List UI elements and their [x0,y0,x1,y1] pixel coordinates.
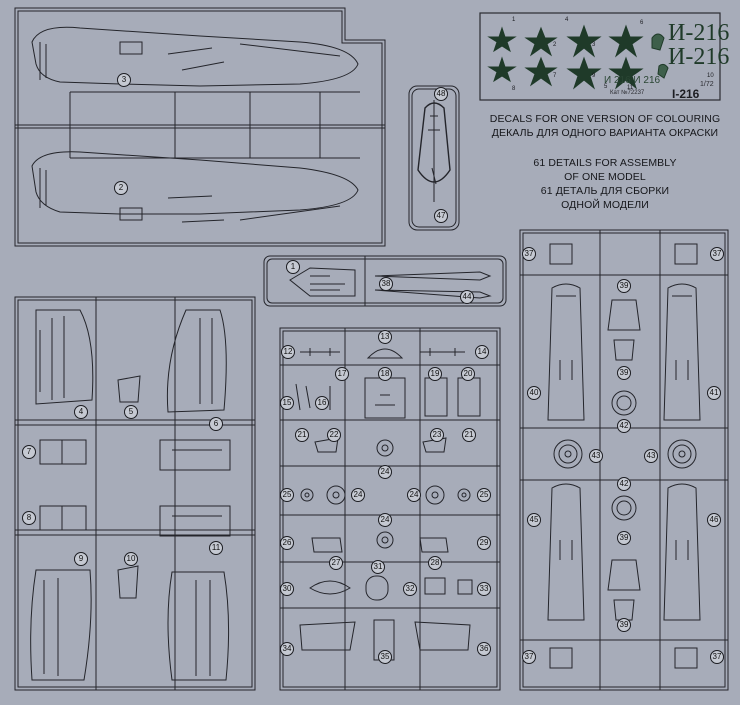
decal-number-11: 11 [627,85,634,91]
decal-number-4: 4 [565,17,569,23]
part-callout-42: 42 [617,477,631,491]
part-callout-37: 37 [710,247,724,261]
wing-sprue [14,296,256,691]
info-details-en-1: 61 DETAILS FOR ASSEMBLY [533,157,677,169]
part-callout-30: 30 [280,582,294,596]
info-decals-ru: ДЕКАЛЬ ДЛЯ ОДНОГО ВАРИАНТА ОКРАСКИ [491,127,719,139]
part-callout-43: 43 [589,449,603,463]
decal-sheet [479,12,721,101]
part-callout-24: 24 [407,488,421,502]
decal-stars [487,24,644,90]
part-callout-15: 15 [280,396,294,410]
part-callout-24: 24 [378,465,392,479]
decal-model: I-216 [672,87,700,101]
part-callout-7: 7 [22,445,36,459]
part-callout-39: 39 [617,366,631,380]
decal-number-2: 2 [553,42,557,48]
part-callout-16: 16 [315,396,329,410]
decal-number-1: 1 [512,17,516,23]
part-callout-39: 39 [617,279,631,293]
part-callout-40: 40 [527,386,541,400]
part-callout-41: 41 [707,386,721,400]
part-callout-37: 37 [522,650,536,664]
small-sprue [263,255,507,307]
part-callout-34: 34 [280,642,294,656]
decal-title-2: И-216 [668,44,730,70]
part-callout-9: 9 [74,552,88,566]
part-callout-28: 28 [428,556,442,570]
decal-title-1: И-216 [668,20,730,46]
part-callout-44: 44 [460,290,474,304]
part-callout-39: 39 [617,618,631,632]
decal-number-9: 9 [592,73,596,79]
part-callout-27: 27 [329,556,343,570]
part-callout-32: 32 [403,582,417,596]
part-callout-38: 38 [379,277,393,291]
part-callout-12: 12 [281,345,295,359]
part-callout-39: 39 [617,531,631,545]
engine-sprue [519,229,729,691]
part-callout-37: 37 [710,650,724,664]
part-callout-31: 31 [371,560,385,574]
part-callout-35: 35 [378,650,392,664]
part-callout-48: 48 [434,87,448,101]
canopy-sprue [408,85,460,231]
part-callout-33: 33 [477,582,491,596]
part-callout-29: 29 [477,536,491,550]
decal-number-5: 5 [604,84,608,90]
decal-number-3: 3 [592,42,596,48]
decal-number-10: 10 [707,73,714,79]
info-details-ru-1: 61 ДЕТАЛЬ ДЛЯ СБОРКИ [540,185,670,197]
part-callout-14: 14 [475,345,489,359]
decal-kat: Кат №72237 [610,90,645,96]
part-callout-5: 5 [124,405,138,419]
info-details-en-2: OF ONE MODEL [564,171,646,183]
part-callout-47: 47 [434,209,448,223]
decal-number-8: 8 [512,86,516,92]
fuselage-sprue [14,7,386,247]
part-callout-4: 4 [74,405,88,419]
detail-sprue [279,327,501,691]
part-callout-17: 17 [335,367,349,381]
part-callout-46: 46 [707,513,721,527]
part-callout-37: 37 [522,247,536,261]
part-callout-45: 45 [527,513,541,527]
part-callout-21: 21 [462,428,476,442]
part-callout-24: 24 [378,513,392,527]
decal-scale: 1/72 [700,81,714,88]
part-callout-10: 10 [124,552,138,566]
info-decals-en: DECALS FOR ONE VERSION OF COLOURING [489,113,721,125]
part-callout-6: 6 [209,417,223,431]
part-callout-3: 3 [117,73,131,87]
info-details-ru-2: ОДНОЙ МОДЕЛИ [561,199,649,211]
part-callout-26: 26 [280,536,294,550]
part-callout-13: 13 [378,330,392,344]
part-callout-22: 22 [327,428,341,442]
part-callout-43: 43 [644,449,658,463]
part-callout-18: 18 [378,367,392,381]
part-callout-42: 42 [617,419,631,433]
part-callout-23: 23 [430,428,444,442]
part-callout-8: 8 [22,511,36,525]
part-callout-11: 11 [209,541,223,555]
decal-number-7: 7 [553,73,557,79]
part-callout-19: 19 [428,367,442,381]
part-callout-2: 2 [114,181,128,195]
part-callout-25: 25 [280,488,294,502]
part-callout-20: 20 [461,367,475,381]
part-callout-25: 25 [477,488,491,502]
part-callout-36: 36 [477,642,491,656]
part-callout-24: 24 [351,488,365,502]
decal-number-6: 6 [640,20,644,26]
part-callout-21: 21 [295,428,309,442]
decal-small-titles: И 216 И 216 [604,75,661,86]
part-callout-1: 1 [286,260,300,274]
